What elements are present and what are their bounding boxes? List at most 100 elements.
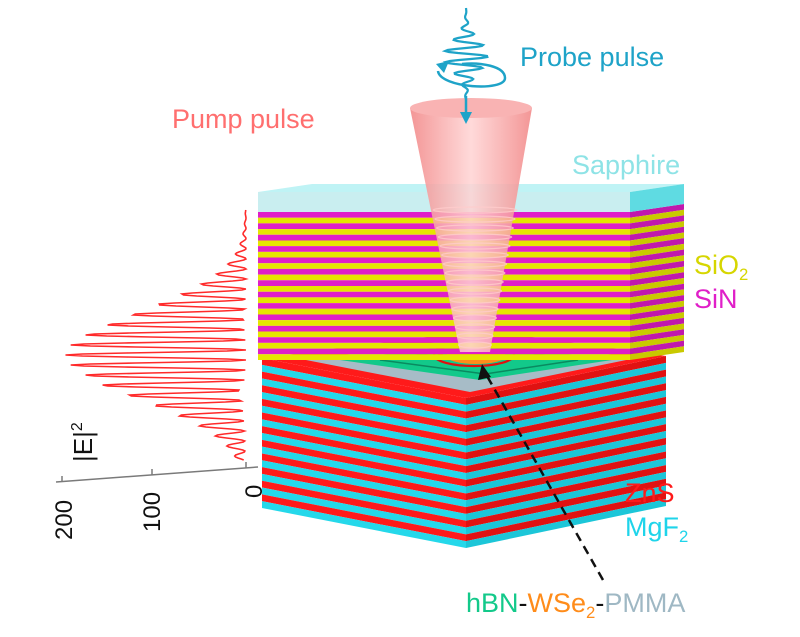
top-dbr-right-stripe	[630, 340, 684, 355]
bottom-dbr-left-stripe	[262, 439, 466, 487]
bottom-dbr-right-stripe	[466, 478, 666, 528]
top-dbr-right-stripe	[630, 260, 684, 275]
bottom-dbr-left-stripe	[262, 501, 466, 548]
top-dbr-left-stripe	[258, 308, 630, 315]
bottom-dbr-right-stripe	[466, 376, 666, 426]
bottom-dbr-left-stripe	[262, 433, 466, 480]
top-dbr-right-stripe	[630, 215, 684, 230]
sio2-label-subscript: 2	[739, 264, 749, 284]
pump-wavefront-ring	[447, 287, 503, 295]
bottom-dbr-right-stripe	[466, 437, 666, 487]
bottom-dbr-right-stripe	[466, 410, 666, 460]
sio2-label-main: SiO	[694, 250, 740, 280]
pump-wavefront-ring	[449, 296, 501, 304]
top-dbr-right-stripe	[630, 323, 684, 338]
pump-wavefront-ring	[458, 341, 492, 349]
tick-label-0: 0	[241, 485, 268, 498]
bottom-dbr-right-stripe	[466, 390, 666, 439]
hbn-label: hBN	[466, 588, 519, 618]
pump-wavefront-ring	[444, 269, 506, 277]
bottom-dbr-left-stripe	[262, 371, 466, 419]
bottom-dbr-right-face	[466, 356, 666, 548]
top-dbr-right-stripe	[630, 266, 684, 281]
top-dbr-left-stripe	[258, 314, 630, 321]
bottom-dbr-right-stripe	[466, 396, 666, 446]
top-dbr-right-stripe	[630, 221, 684, 235]
probe-pulse-icon	[436, 7, 507, 124]
bottom-dbr-left-stripe	[262, 480, 466, 528]
bottom-dbr-left-stripe	[262, 494, 466, 542]
bottom-dbr-right-stripe	[466, 465, 666, 514]
field-profile-plot: 200 100 0 |E|2	[51, 209, 268, 540]
bottom-dbr-right-stripe	[466, 444, 666, 494]
top-dbr-left-stripe	[258, 320, 630, 326]
sapphire-right-side	[630, 184, 684, 212]
axis-title-main: |E|	[68, 431, 98, 462]
bottom-dbr-right-stripe	[466, 492, 666, 542]
bottom-dbr-left-stripe	[262, 419, 466, 467]
top-dbr-left-stripe	[258, 331, 630, 338]
top-dbr-right-stripe	[630, 243, 684, 258]
bottom-dbr-left-stripe	[262, 453, 466, 501]
bottom-dbr-left-stripe	[262, 446, 466, 494]
bottom-dbr-left-stripe	[262, 473, 466, 521]
bottom-dbr-left-stripe	[262, 385, 466, 433]
top-dbr-right-stripe	[630, 209, 684, 224]
probe-pulse-label: Probe pulse	[520, 42, 665, 72]
flake-pointer	[478, 364, 605, 581]
field-intensity-curve	[65, 209, 249, 461]
top-dbr-left-stripe	[258, 337, 630, 343]
top-dbr-right-stripe	[630, 295, 684, 309]
top-dbr-right-face	[630, 204, 684, 360]
top-dbr-left-stripe	[258, 291, 630, 298]
top-dbr-left-stripe	[258, 325, 630, 332]
bottom-dbr-left-stripe	[262, 460, 466, 508]
top-dbr-right-stripe	[630, 300, 684, 315]
probe-polarization-circle	[436, 62, 507, 88]
bottom-dbr-left-face	[262, 358, 466, 548]
wse2-label-subscript: 2	[586, 602, 596, 622]
top-dbr-left-stripe	[258, 348, 630, 355]
bottom-dbr-right-stripe	[466, 499, 666, 548]
pump-wavefront-ring	[451, 305, 499, 313]
dash-2: -	[595, 588, 605, 618]
field-axis-line	[55, 466, 259, 483]
top-dbr-right-stripe	[630, 238, 684, 252]
top-dbr-right-stripe	[630, 255, 684, 269]
axis-title-superscript: 2	[69, 422, 86, 431]
pump-wavefront-ring	[437, 233, 513, 241]
tick-label-200: 200	[51, 500, 78, 540]
pump-wavefront-ring	[439, 242, 511, 250]
bottom-dbr-right-stripe	[466, 403, 666, 453]
pump-wavefront-ring	[434, 215, 516, 223]
pump-pulse-label: Pump pulse	[172, 104, 315, 134]
pump-wavefront-ring	[452, 314, 498, 322]
axis-title: |E|2	[68, 422, 98, 462]
pump-cone-wavefronts	[432, 206, 518, 349]
pump-wavefront-ring	[436, 224, 514, 232]
wse2-label-main: WSe	[527, 588, 587, 618]
top-dbr-left-stripe	[258, 274, 630, 281]
sio2-label: SiO2	[694, 250, 748, 285]
top-dbr-right-stripe	[630, 249, 684, 264]
probe-down-arrowhead	[460, 112, 472, 124]
pump-wavefront-ring	[441, 251, 509, 259]
flake-pointer-line	[485, 375, 605, 581]
top-dbr-left-stripe	[258, 303, 630, 309]
top-dbr-left-stripe	[258, 354, 630, 360]
bottom-dbr-right-stripe	[466, 458, 666, 508]
mgf2-label: MgF2	[625, 512, 688, 547]
sapphire-label: Sapphire	[572, 150, 681, 180]
top-dbr-right-stripe	[630, 329, 684, 343]
mgf2-label-main: MgF	[625, 512, 679, 542]
top-dbr-right-stripe	[630, 232, 684, 247]
sin-label: SiN	[694, 284, 738, 314]
top-dbr-right-stripe	[630, 272, 684, 286]
bottom-dbr-left-stripe	[262, 378, 466, 426]
top-dbr-right-stripe	[630, 334, 684, 349]
zns-label: ZnS	[625, 478, 675, 508]
top-dbr-right-stripe	[630, 306, 684, 321]
top-dbr-left-stripe	[258, 280, 630, 286]
pmma-label: PMMA	[604, 588, 686, 618]
